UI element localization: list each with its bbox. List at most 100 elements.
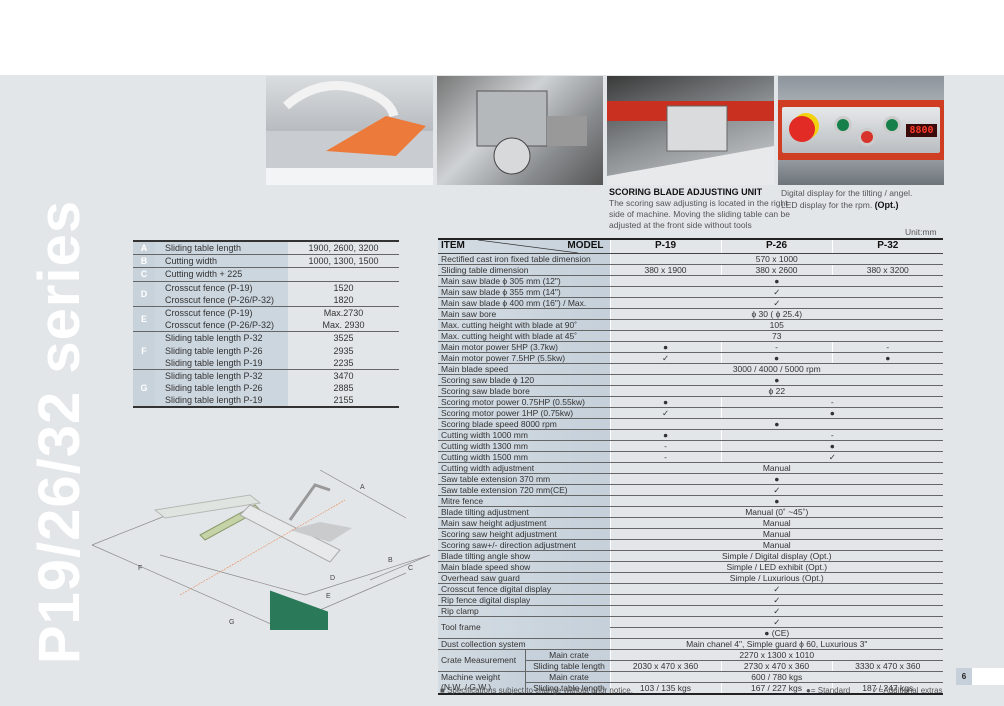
spec-value: ● [609, 473, 944, 485]
led-display: 8800 [906, 124, 937, 137]
footnote: ■ Specifications subject to change witho… [440, 686, 633, 695]
spec-value: 3000 / 4000 / 5000 rpm [609, 363, 944, 375]
spec-item: Main saw blade ϕ 305 mm (12") [438, 275, 611, 287]
page-number-box [972, 668, 1004, 685]
header-model-p-32: P-32 [831, 239, 944, 254]
spec-item: Scoring blade speed 8000 rpm [438, 418, 611, 430]
spec-item: Crosscut fence digital display [438, 583, 611, 595]
spec-value: Manual [609, 462, 944, 474]
spec-row: Main saw blade ϕ 355 mm (14")✓ [438, 286, 944, 298]
spec-value: 187 / 247 kgs [831, 682, 944, 694]
spec-subitem: Sliding table length [524, 660, 611, 672]
spec-item: Saw table extension 370 mm [438, 473, 611, 485]
spec-row: Cutting width 1500 mm-✓ [438, 451, 944, 463]
spec-item: Main saw blade ϕ 400 mm (16") / Max. [438, 297, 611, 309]
scoring-caption-line: side of machine. Moving the sliding tabl… [609, 209, 790, 219]
spec-value: - [720, 341, 833, 353]
spec-value: 380 x 3200 [831, 264, 944, 276]
diagram-label-f: F [138, 565, 142, 572]
spec-row: Scoring motor power 1HP (0.75kw)✓● [438, 407, 944, 419]
emergency-stop-button [789, 116, 815, 142]
spec-item: Scoring saw blade ϕ 120 [438, 374, 611, 386]
diagram-label-c: C [408, 565, 413, 572]
spec-item: Saw table extension 720 mm(CE) [438, 484, 611, 496]
spec-value: ✓ [609, 583, 944, 595]
spec-subitem: Sliding table length [524, 682, 611, 694]
display-caption: Digital display for the tilting / angel.… [781, 187, 912, 211]
dimension-value: 2935 [333, 345, 354, 356]
spec-row: Main saw blade ϕ 305 mm (12")● [438, 275, 944, 287]
spec-value: ● [831, 352, 944, 364]
dimension-letter: C [133, 268, 155, 281]
spec-item: Crate Measurement [438, 649, 525, 672]
dimension-row: Crosscut fence (P-26/P-32)Max. 2930 [155, 319, 399, 332]
spec-value: ● [609, 429, 722, 441]
header-model-p-26: P-26 [720, 239, 833, 254]
spec-item: Tool frame [438, 616, 611, 639]
spec-value: ✓ [609, 616, 944, 628]
dimension-value [288, 268, 399, 280]
spec-item: Sliding table dimension [438, 264, 611, 276]
spec-value: 2730 x 470 x 360 [720, 660, 833, 672]
dimension-label: Sliding table length P-19 [155, 394, 288, 407]
scoring-unit-illustration [607, 101, 774, 185]
spec-item: Rip fence digital display [438, 594, 611, 606]
spec-item: Main motor power 5HP (3.7kw) [438, 341, 611, 353]
display-caption-line: LED display for the rpm. [781, 200, 873, 210]
scoring-caption-title: SCORING BLADE ADJUSTING UNIT [609, 187, 763, 197]
spec-value: ● [609, 418, 944, 430]
photo-saw-mechanism [437, 76, 603, 185]
spec-subitem: Main crate [524, 649, 611, 661]
spec-row: Scoring saw blade ϕ 120● [438, 374, 944, 386]
spec-item: Mitre fence [438, 495, 611, 507]
spec-value: 570 x 1000 [609, 253, 944, 265]
mechanism-illustration [476, 90, 587, 175]
spec-value: Simple / Luxurious (Opt.) [609, 572, 944, 584]
scoring-caption: SCORING BLADE ADJUSTING UNIT The scoring… [609, 187, 790, 231]
spec-row: Max. cutting height with blade at 90˚105 [438, 319, 944, 331]
spec-item: Blade tilting angle show [438, 550, 611, 562]
spec-item: Max. cutting height with blade at 45˚ [438, 330, 611, 342]
spec-value: 103 / 135 kgs [609, 682, 722, 694]
spec-item: Main motor power 7.5HP (5.5kw) [438, 352, 611, 364]
spec-item: Scoring saw blade bore [438, 385, 611, 397]
spec-value: ✓ [609, 407, 722, 419]
spec-value: ✓ [609, 605, 944, 617]
spec-row: Mitre fence● [438, 495, 944, 507]
spec-value: Manual [609, 539, 944, 551]
page-number: 6 [956, 668, 972, 685]
dimension-letter: G [133, 369, 155, 407]
dimension-label: Crosscut fence (P-19) [155, 281, 288, 294]
dimension-label: Cutting width [155, 255, 288, 268]
spec-subitem: Main crate [524, 671, 611, 683]
dimension-row: Crosscut fence (P-19) 1520 [155, 281, 399, 294]
dimension-label: Sliding table length P-32 [155, 369, 288, 383]
dimension-value: Max.2730 [323, 307, 364, 318]
spec-value: - [720, 429, 944, 441]
spec-row: Max. cutting height with blade at 45˚73 [438, 330, 944, 342]
dimension-value: 1520 [333, 282, 354, 293]
spec-row: Scoring motor power 0.75HP (0.55kw)●- [438, 396, 944, 408]
spec-item: Scoring motor power 1HP (0.75kw) [438, 407, 611, 419]
spec-value: - [609, 440, 722, 452]
spec-value: Simple / Digital display (Opt.) [609, 550, 944, 562]
header-item: ITEM [441, 240, 465, 252]
spec-value: ● [720, 352, 833, 364]
